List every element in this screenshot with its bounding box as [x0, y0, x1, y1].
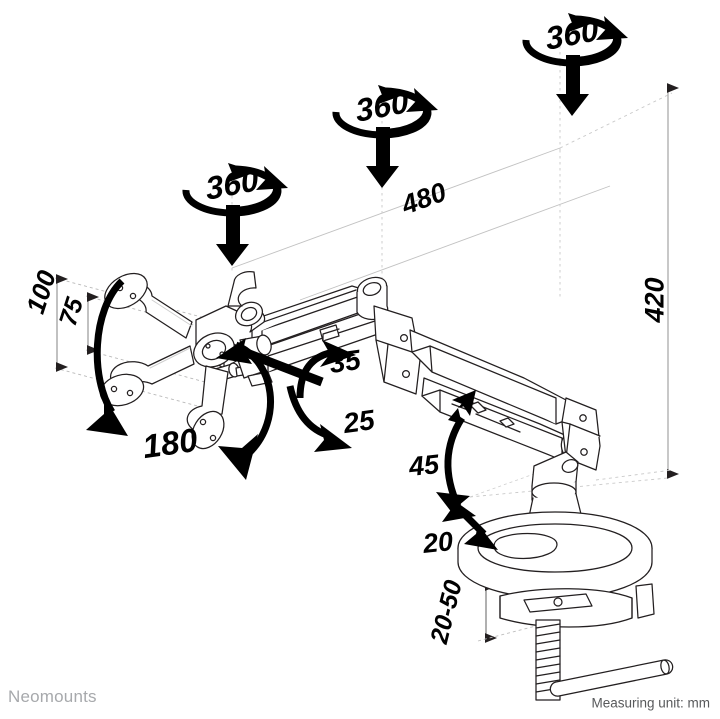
vesa-180-arc [86, 278, 274, 480]
angle-label-25: 25 [341, 403, 377, 440]
angle-label-20: 20 [421, 526, 455, 559]
clamp-screw [535, 619, 674, 701]
desk-clamp [457, 511, 655, 628]
tilt-25-arrow [286, 385, 352, 452]
measuring-unit-note: Measuring unit: mm [591, 695, 710, 711]
dim-label-420: 420 [639, 277, 670, 323]
reach-construction-lines [231, 147, 611, 301]
lower-arm-base-knuckle [561, 397, 601, 471]
brand-wordmark: Neomounts [8, 687, 97, 706]
rotation-badge-elbow [332, 85, 438, 188]
angle-label-35: 35 [327, 343, 363, 380]
angle-label-180: 180 [140, 420, 200, 466]
arm-20-arrow [436, 492, 498, 550]
rotation-badge-base [522, 13, 628, 116]
vesa-arm-lower-right [186, 365, 229, 450]
vesa-ghost-outline [149, 299, 193, 369]
vesa-arm-lower-left [99, 345, 195, 407]
upper-arm [242, 285, 379, 373]
rotation-badge-vesa [182, 163, 288, 266]
base-axis-dashes [469, 469, 546, 498]
tilt-35-arrow [216, 338, 356, 399]
vesa-arm-upper-right [227, 271, 257, 307]
angle-label-45: 45 [407, 449, 441, 482]
